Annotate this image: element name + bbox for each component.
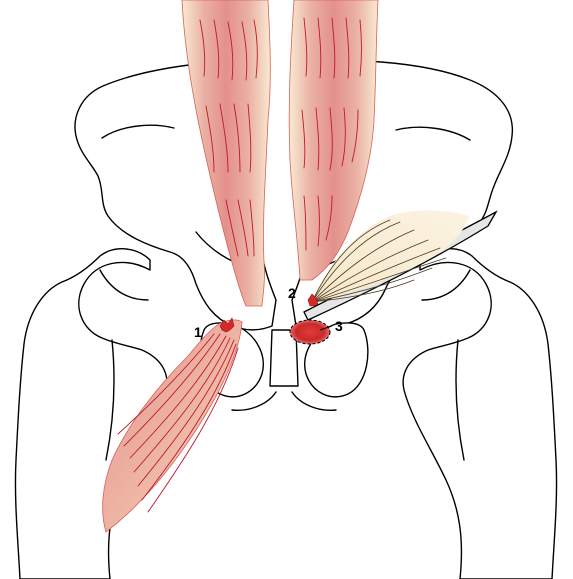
right-femur <box>403 249 556 579</box>
label-3: 3 <box>335 318 343 334</box>
label-1: 1 <box>194 324 202 340</box>
label-2: 2 <box>288 285 296 301</box>
